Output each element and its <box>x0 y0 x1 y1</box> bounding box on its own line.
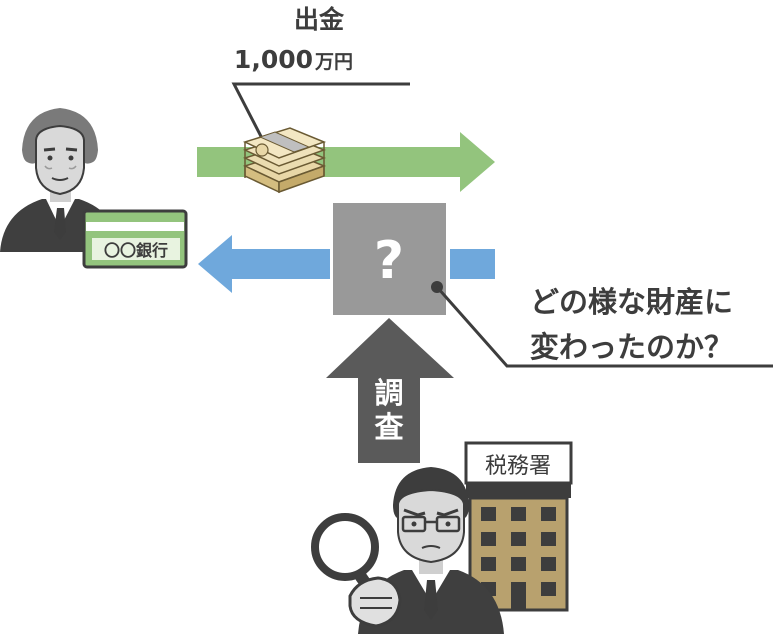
return-arrow-tail <box>450 249 495 279</box>
return-arrow <box>198 235 330 293</box>
tax-office-label: 税務署 <box>485 454 551 479</box>
withdrawal-amount: 1,000 万円 <box>234 45 353 74</box>
question-line-1: どの様な財産に <box>530 285 733 319</box>
tax-inspector-avatar <box>311 467 504 634</box>
investigation-char-1: 調 <box>374 376 403 410</box>
bank-card: 〇〇銀行 <box>82 209 188 269</box>
unknown-symbol: ? <box>374 231 404 291</box>
investigation-arrow <box>326 318 454 463</box>
question-line-2: 変わったのか？ <box>530 330 733 364</box>
withdrawal-leader-line <box>231 82 410 151</box>
withdrawal-title: 出金 <box>294 5 345 34</box>
withdrawal-amount-number: 1,000 <box>234 45 313 74</box>
withdrawal-arrow <box>197 132 495 192</box>
unknown-asset-box <box>333 203 446 315</box>
money-stack-icon <box>242 127 327 194</box>
question-leader-line <box>435 286 773 368</box>
bank-label: 〇〇銀行 <box>104 241 168 260</box>
withdrawal-amount-unit: 万円 <box>314 51 353 73</box>
building-windows <box>481 507 556 596</box>
investigation-char-2: 査 <box>374 410 403 444</box>
building-door <box>511 582 526 610</box>
magnifying-glass-icon <box>311 513 379 581</box>
